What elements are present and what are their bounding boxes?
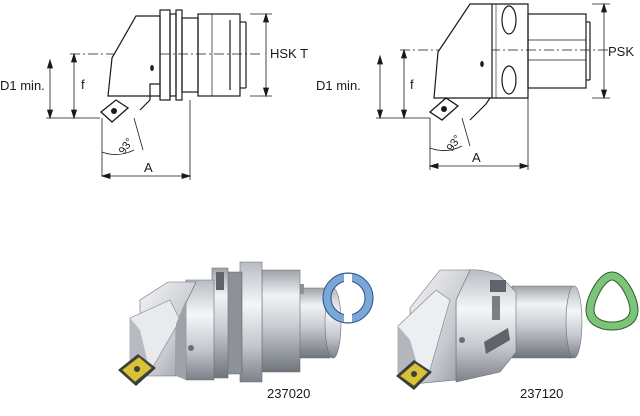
label-f: f (410, 77, 414, 92)
product-render-hsk (118, 261, 342, 386)
dimension-d1 (376, 54, 400, 120)
screw-hole (480, 61, 484, 67)
insert-icon (99, 99, 130, 123)
holder-body-outline (433, 3, 591, 121)
screw-hole (459, 337, 465, 343)
label-shank: HSK T (270, 46, 308, 61)
ring-clamp-icon (322, 272, 374, 324)
label-a: A (472, 150, 481, 165)
label-shank: PSK (608, 44, 634, 59)
insert-icon (428, 97, 460, 121)
drawing-hsk-t: f D1 min. 93° A (0, 9, 308, 180)
product-code: 237120 (520, 386, 563, 401)
holder-body-outline (107, 9, 247, 111)
label-d1: D1 min. (316, 78, 361, 93)
product-render-psk (396, 269, 583, 390)
screw-hole (150, 65, 154, 71)
dimension-shank (250, 12, 272, 98)
product-code: 237020 (267, 386, 310, 401)
triangle-clamp-icon (585, 271, 639, 331)
dimension-a (428, 98, 530, 170)
label-a: A (144, 160, 153, 175)
label-f: f (81, 77, 85, 92)
screw-hole (188, 345, 194, 351)
dimension-f (400, 48, 430, 120)
dimension-angle (429, 117, 471, 170)
dimension-a (100, 100, 192, 180)
label-d1: D1 min. (0, 78, 45, 93)
dimension-shank (592, 2, 610, 100)
dimension-d1 (46, 58, 70, 120)
label-angle: 93° (117, 136, 136, 157)
drawing-psk: f D1 min. 93° A PSK (316, 2, 634, 170)
dimension-f (70, 52, 100, 120)
dimension-angle (101, 117, 144, 176)
